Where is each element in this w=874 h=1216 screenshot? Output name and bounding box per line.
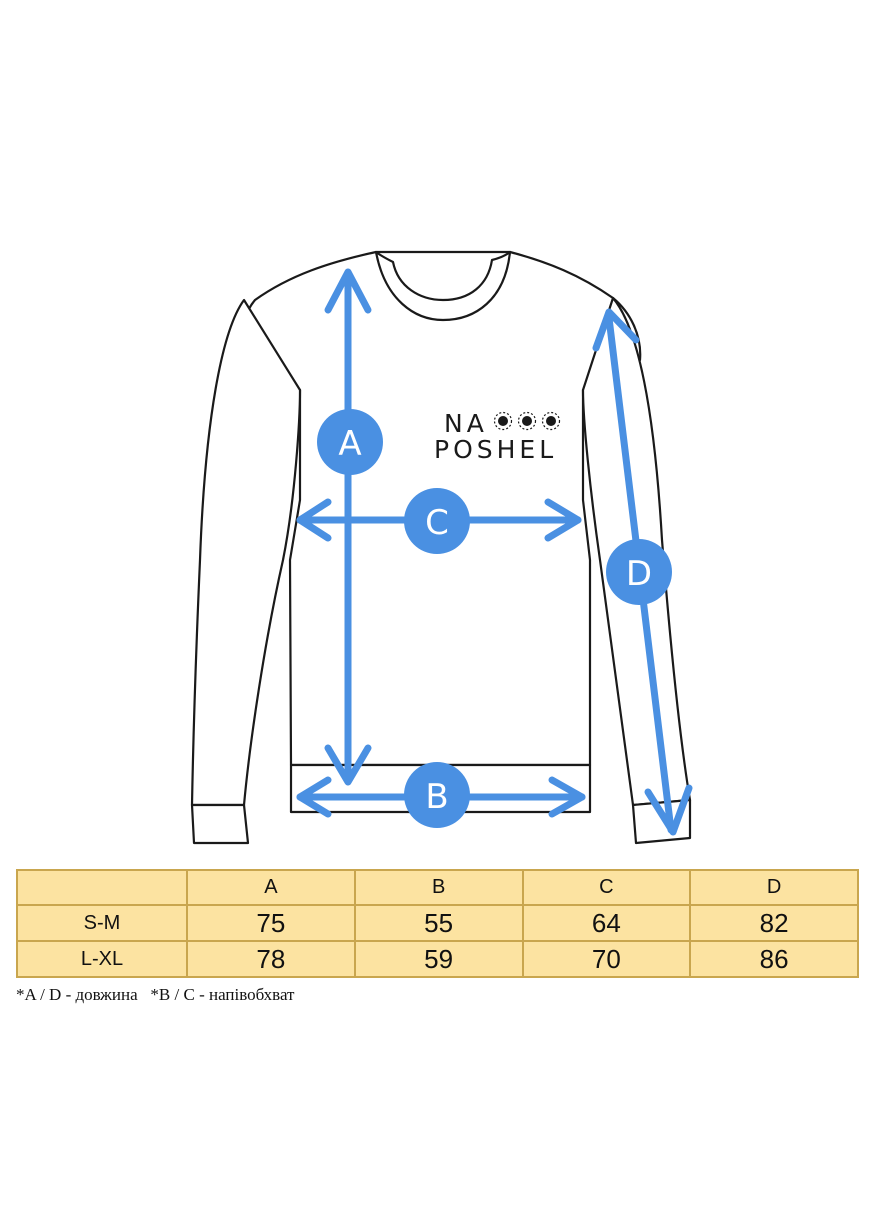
table-header-row: A B C D <box>16 869 859 906</box>
measure-c-arrowhead-left <box>296 498 332 542</box>
measure-a-arrowhead-top <box>324 268 372 314</box>
table-header-cell: D <box>689 869 859 906</box>
measure-d-badge: D <box>606 539 672 605</box>
size-table: A B C D S-M 75 55 64 82 L-XL 78 59 70 86 <box>16 869 859 978</box>
svg-text:C: C <box>425 503 449 543</box>
sweatshirt-diagram: NA POSHEL A C B <box>190 250 693 845</box>
table-row: S-M 75 55 64 82 <box>16 904 859 942</box>
table-cell: 86 <box>689 940 859 978</box>
footnote: *A / D - довжина *B / C - напівобхват <box>16 985 295 1004</box>
table-header-cell: B <box>353 869 524 906</box>
measure-a-badge: A <box>317 409 383 475</box>
svg-text:B: B <box>425 777 448 817</box>
table-cell: 82 <box>689 904 859 942</box>
left-sleeve <box>190 298 302 807</box>
brand-logo: NA POSHEL <box>434 409 561 464</box>
table-row: L-XL 78 59 70 86 <box>16 940 859 978</box>
measure-b-badge: B <box>404 762 470 828</box>
brand-line-1: NA <box>444 409 488 438</box>
size-label: L-XL <box>16 940 188 978</box>
measure-b-arrowhead-right <box>548 776 586 818</box>
measure-b-arrowhead-left <box>296 776 332 818</box>
table-header-cell <box>16 869 188 906</box>
size-label: S-M <box>16 904 188 942</box>
brand-line-2: POSHEL <box>434 435 557 464</box>
measure-d-arrowhead-bottom <box>644 784 693 836</box>
collar <box>374 250 512 322</box>
measure-d-arrowhead-top <box>592 308 640 352</box>
table-cell: 64 <box>521 904 692 942</box>
table-cell: 75 <box>186 904 356 942</box>
eye-icons <box>493 411 561 431</box>
table-cell: 78 <box>186 940 356 978</box>
table-cell: 59 <box>353 940 524 978</box>
table-header-cell: C <box>521 869 692 906</box>
left-cuff <box>190 803 250 845</box>
svg-text:A: A <box>338 424 361 464</box>
table-header-cell: A <box>186 869 356 906</box>
svg-text:D: D <box>626 554 652 594</box>
table-cell: 70 <box>521 940 692 978</box>
measure-a-arrowhead-bottom <box>324 744 372 786</box>
measure-c-badge: C <box>404 488 470 554</box>
table-cell: 55 <box>353 904 524 942</box>
measure-c-arrowhead-right <box>544 498 582 542</box>
